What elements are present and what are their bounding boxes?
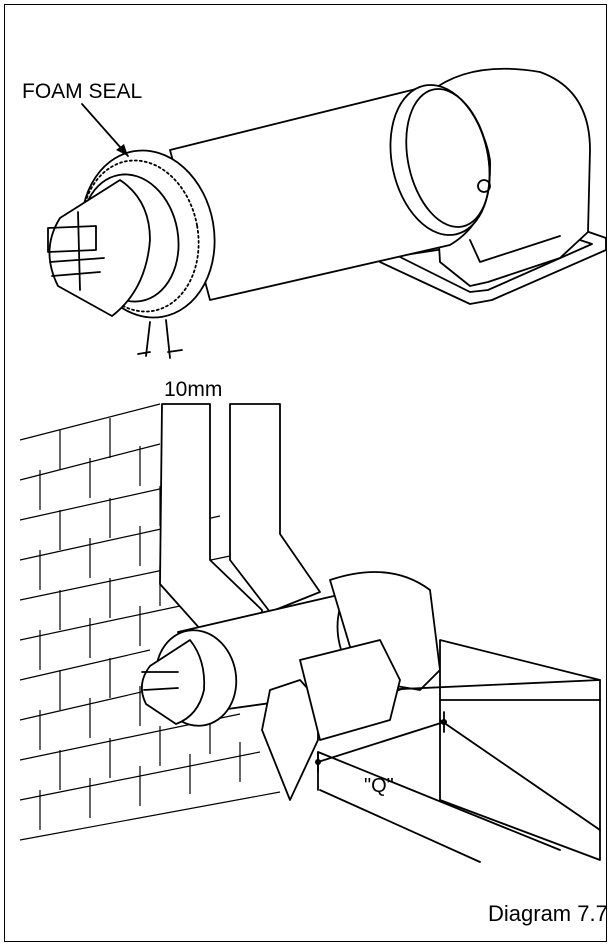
terminal-cone [48, 179, 151, 317]
support-box-top [379, 679, 601, 701]
right-duct [229, 403, 321, 613]
right-bracket [299, 639, 401, 741]
terminal-grille [47, 225, 97, 253]
gap-dimension-lines [137, 319, 183, 359]
diagram-frame [4, 4, 607, 942]
channel-lines [317, 719, 601, 863]
support-box-face [439, 639, 601, 861]
collar-ring-inner [405, 88, 491, 228]
left-bracket [261, 679, 319, 801]
diagram-caption: Diagram 7.7 [488, 901, 608, 926]
foam-seal-arrowhead [116, 144, 128, 156]
q-dimension-label: "Q" [364, 775, 394, 797]
q-dim-dot-right [441, 719, 447, 725]
q-dim-dot-left [315, 759, 321, 765]
wall-installation [19, 403, 601, 863]
flue-terminal-assembly [47, 67, 607, 359]
gap-dimension-label: 10mm [164, 378, 223, 401]
wall-terminal-cone [140, 639, 206, 725]
terminal-fins [49, 211, 105, 291]
elbow-base-edge [469, 235, 561, 263]
screw-hole [477, 179, 491, 193]
wall-terminal-fins [141, 671, 179, 691]
foam-seal-label: FOAM SEAL [22, 80, 143, 103]
